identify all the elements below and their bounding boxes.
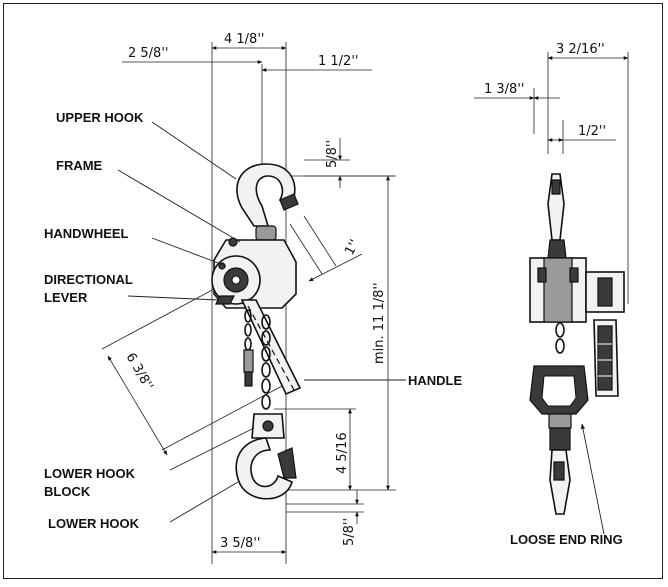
dim-hook-opening: 5/8'' xyxy=(325,140,340,168)
label-lower-hook-block-line1: LOWER HOOK xyxy=(44,466,136,481)
dim-overall-height: min. 11 1/8'' xyxy=(372,282,387,364)
label-directional-lever-line1: DIRECTIONAL xyxy=(44,272,133,287)
dim-side-width: 3 2/16'' xyxy=(556,42,605,57)
dim-bottom-hook: 5/8'' xyxy=(342,518,357,546)
label-loose-end-ring: LOOSE END RING xyxy=(510,532,623,547)
side-leader-lines xyxy=(580,423,605,535)
label-handle: HANDLE xyxy=(408,373,462,388)
label-frame: FRAME xyxy=(56,158,103,173)
label-upper-hook: UPPER HOOK xyxy=(56,110,144,125)
dim-side-right: 1/2'' xyxy=(578,124,606,139)
dim-right-offset: 1 1/2'' xyxy=(318,54,358,69)
dim-bottom-width: 3 5/8'' xyxy=(220,536,260,551)
dim-hook-throat: 1'' xyxy=(342,237,362,258)
dim-handle-length: 6 3/8'' xyxy=(123,351,156,394)
side-view-hoist xyxy=(529,173,625,515)
side-dimension-lines xyxy=(474,52,629,304)
hoist-drawing: UPPER HOOK FRAME HANDWHEEL DIRECTIONAL L… xyxy=(44,32,629,564)
diagram-frame: UPPER HOOK FRAME HANDWHEEL DIRECTIONAL L… xyxy=(3,3,663,579)
dim-lower-block-height: 4 5/16 xyxy=(335,432,350,474)
label-handwheel: HANDWHEEL xyxy=(44,226,129,241)
front-dimension-lines xyxy=(101,42,396,564)
front-leader-lines xyxy=(117,121,406,523)
label-lower-hook: LOWER HOOK xyxy=(48,516,140,531)
label-directional-lever-line2: LEVER xyxy=(44,290,88,305)
dim-top-width: 4 1/8'' xyxy=(224,32,264,47)
dim-side-left: 1 3/8'' xyxy=(484,82,524,97)
front-view-hoist xyxy=(211,163,302,500)
label-lower-hook-block-line2: BLOCK xyxy=(44,484,91,499)
dim-left-offset: 2 5/8'' xyxy=(128,46,168,61)
